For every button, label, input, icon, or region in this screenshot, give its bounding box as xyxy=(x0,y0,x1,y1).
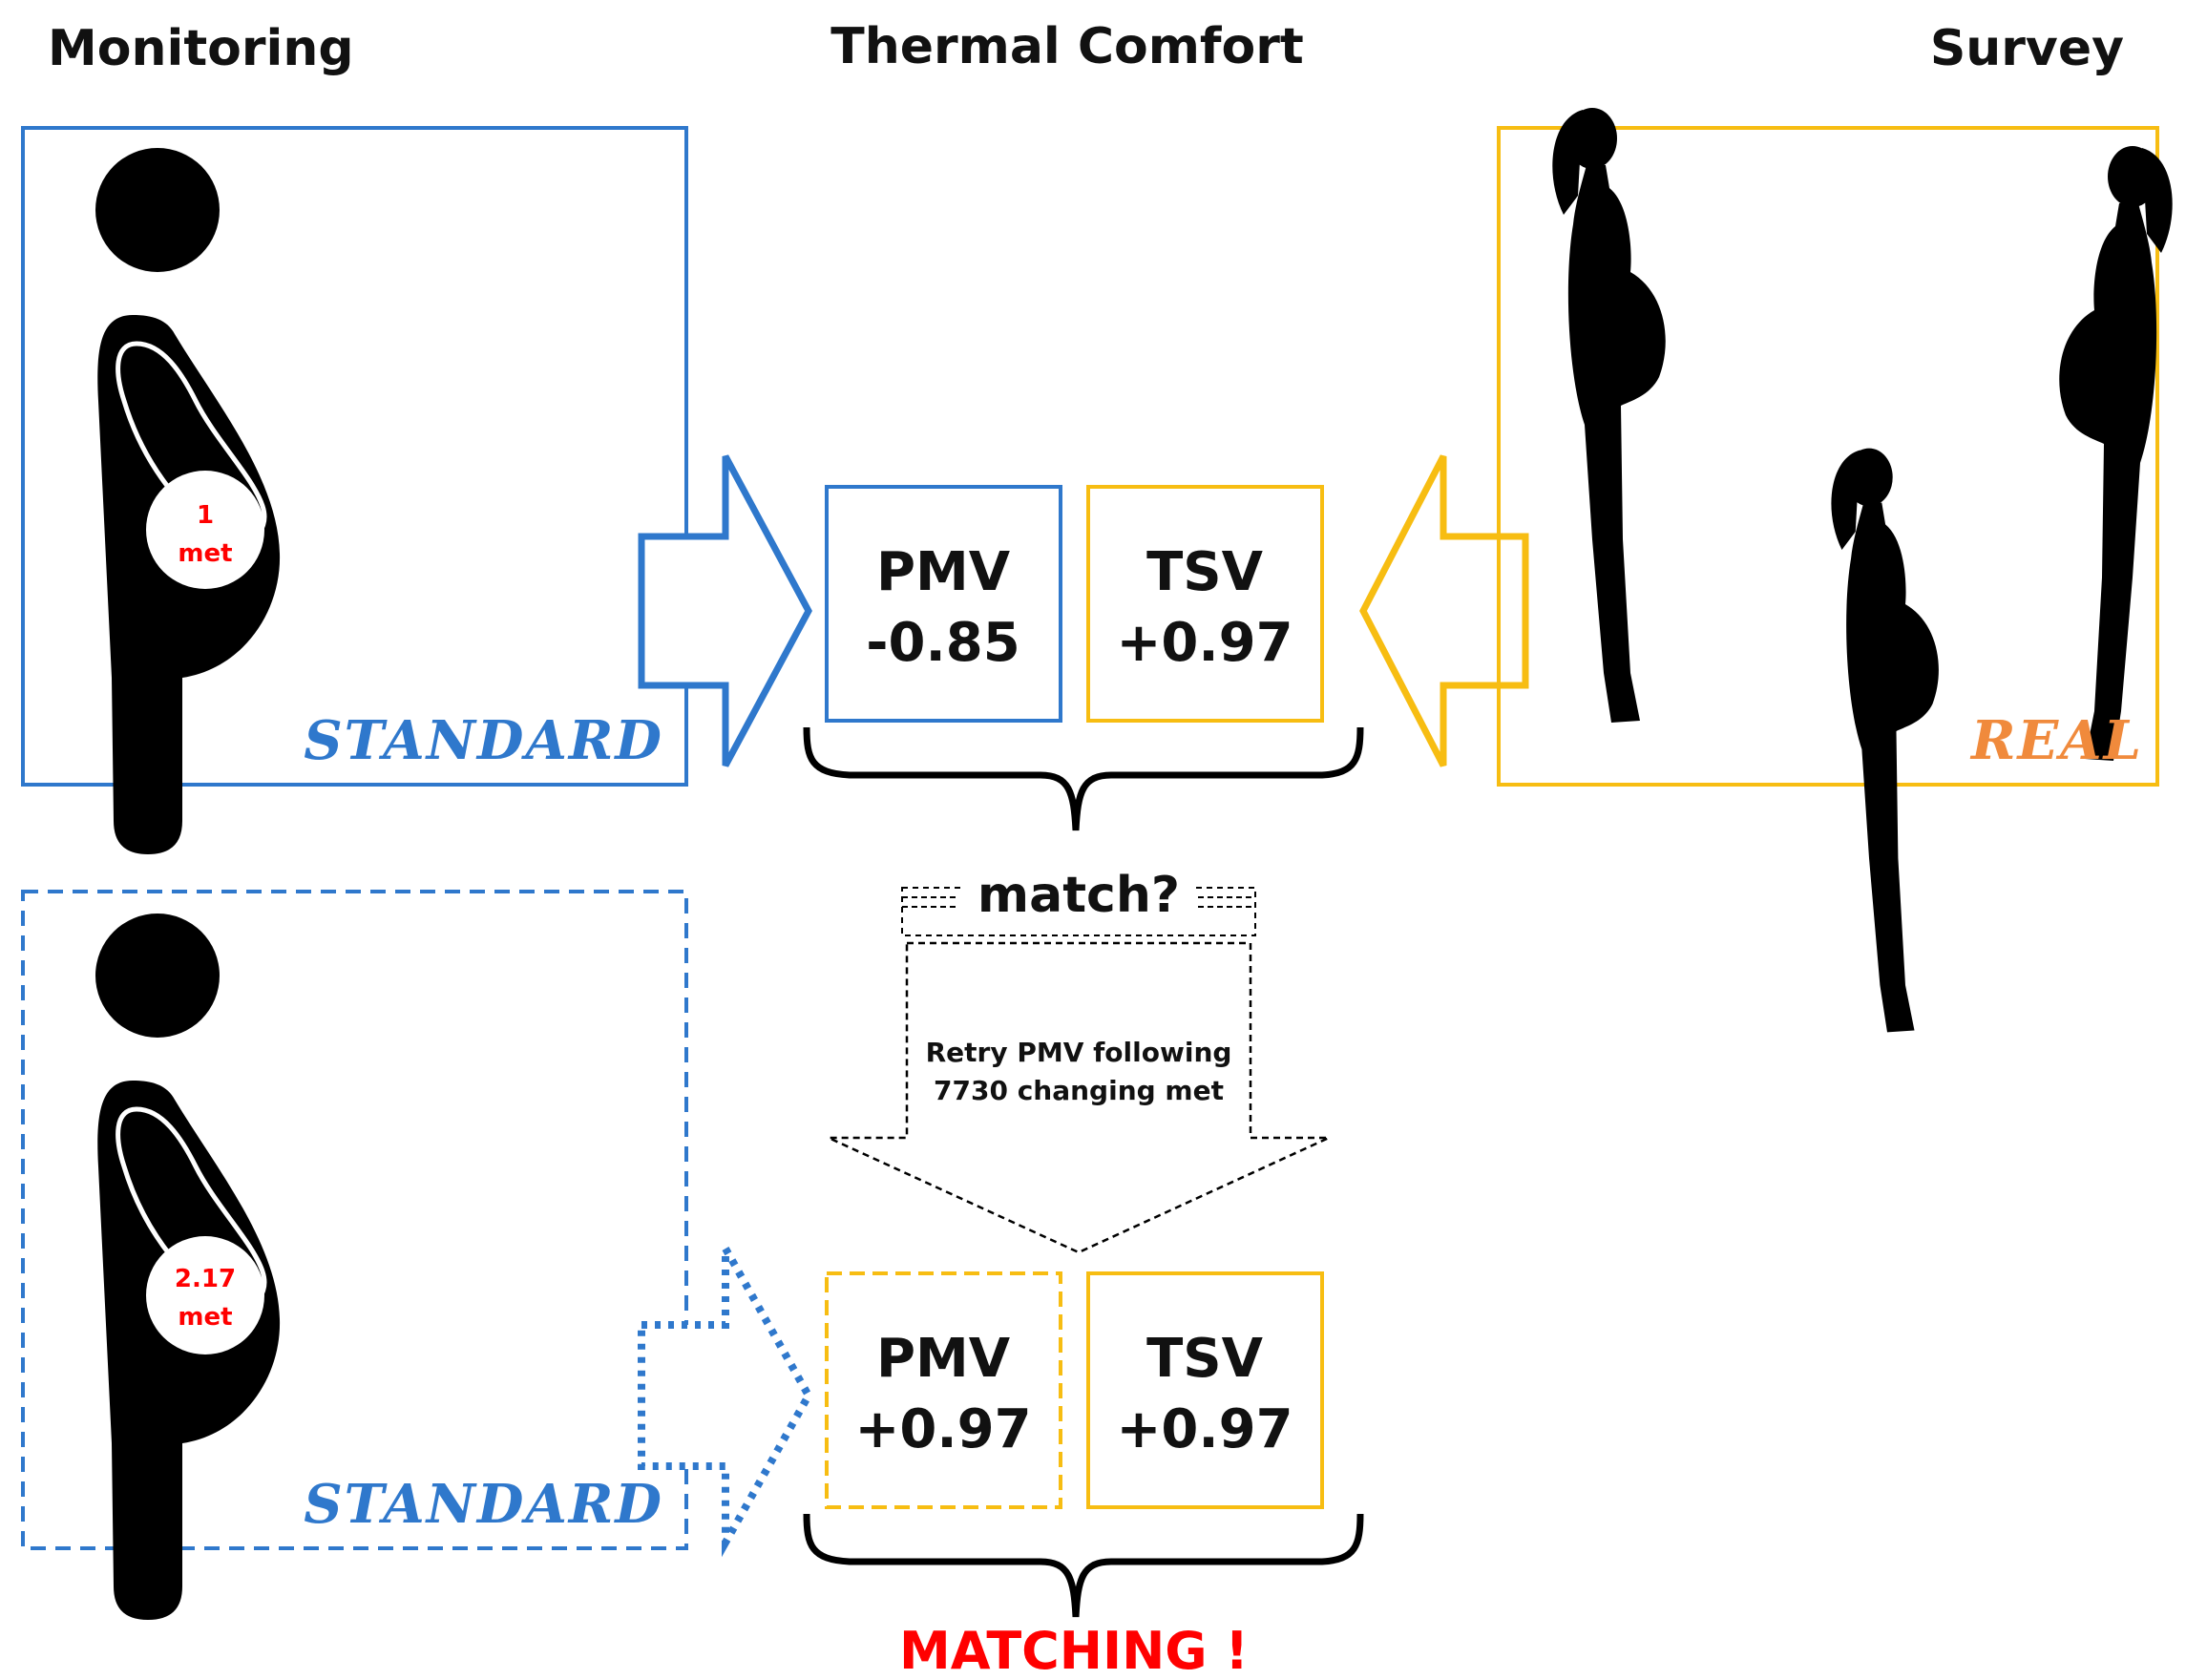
final-tsv-value: +0.97 xyxy=(1116,1398,1293,1460)
pmv-label: PMV xyxy=(876,541,1011,603)
matching-conclusion: MATCHING ! xyxy=(899,1621,1249,1680)
tsv-label: TSV xyxy=(1146,541,1264,603)
real-panel: REAL xyxy=(1497,108,2173,1033)
standard-panel: 1 met STANDARD xyxy=(21,126,688,854)
brace-bottom xyxy=(803,1513,1364,1618)
final-pmv-label: PMV xyxy=(876,1328,1011,1390)
arrow-right-icon xyxy=(638,454,812,767)
pmv-box: PMV -0.85 xyxy=(825,485,1062,723)
met-unit: met xyxy=(178,539,232,568)
header-monitoring: Monitoring xyxy=(48,20,354,77)
adjusted-standard-label: STANDARD xyxy=(304,1473,663,1536)
dotted-arrow-right-icon xyxy=(638,1233,813,1558)
arrow-left-icon xyxy=(1359,454,1529,767)
final-tsv-label: TSV xyxy=(1146,1328,1264,1390)
standard-label: STANDARD xyxy=(304,709,663,772)
final-tsv-box: TSV +0.97 xyxy=(1086,1271,1324,1509)
brace-top xyxy=(803,726,1364,831)
header-survey: Survey xyxy=(1930,20,2124,77)
final-pmv-box: PMV +0.97 xyxy=(825,1271,1062,1509)
match-question-box: match? xyxy=(901,867,1256,936)
tsv-value: +0.97 xyxy=(1116,612,1293,674)
pregnant-figure-icon xyxy=(95,148,280,854)
pregnant-woman-silhouette-icon xyxy=(1552,108,1666,723)
real-label: REAL xyxy=(1969,709,2143,772)
tsv-box: TSV +0.97 xyxy=(1086,485,1324,723)
match-question: match? xyxy=(977,867,1180,924)
final-pmv-value: +0.97 xyxy=(854,1398,1031,1460)
pmv-value: -0.85 xyxy=(866,612,1019,674)
arrow-down-icon xyxy=(828,941,1330,1254)
retry-text-line2: 7730 changing met xyxy=(934,1075,1224,1106)
adjusted-standard-panel: 2.17 met STANDARD xyxy=(21,890,688,1620)
retry-text-line1: Retry PMV following xyxy=(926,1037,1232,1068)
adjusted-met-unit: met xyxy=(178,1303,232,1332)
pregnant-figure-icon xyxy=(95,914,280,1620)
header-thermal-comfort: Thermal Comfort xyxy=(830,18,1304,75)
adjusted-met-value: 2.17 xyxy=(175,1265,236,1293)
met-value: 1 xyxy=(197,501,214,530)
pregnant-woman-silhouette-icon xyxy=(2059,146,2173,761)
pregnant-woman-silhouette-icon xyxy=(1831,448,1939,1033)
